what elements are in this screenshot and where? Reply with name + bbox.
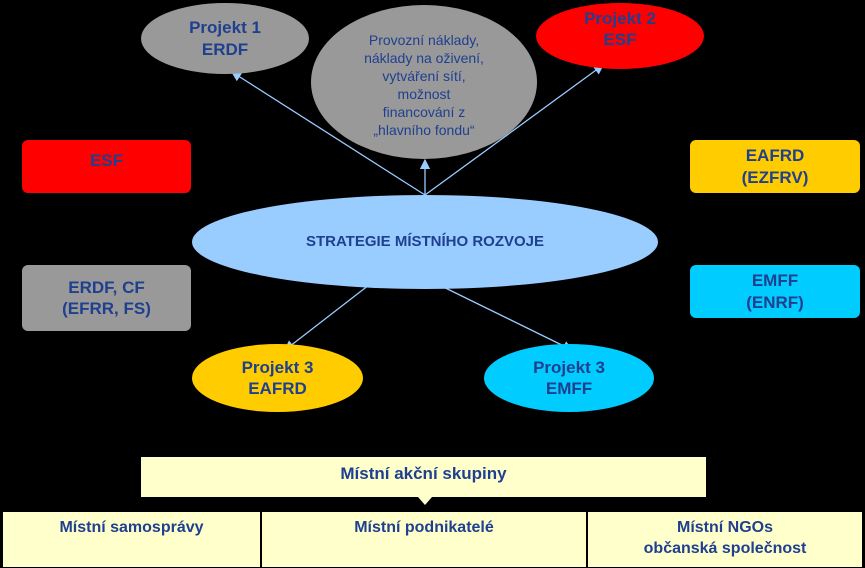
- arrow-to-projekt3-eafrd: [283, 277, 379, 351]
- node-projekt1-line2: ERDF: [201, 39, 249, 59]
- box-eafrd-line2: (EZFRV): [741, 167, 809, 187]
- members-table: Místní samosprávy Místní podnikatelé Mís…: [2, 511, 863, 568]
- node-projekt3-eafrd-line1: Projekt 3: [241, 357, 314, 377]
- arrow-to-projekt3-emff: [424, 277, 574, 351]
- node-projekt3-emff-line2: EMFF: [545, 379, 593, 398]
- node-projekt3-eafrd: Projekt 3 EAFRD: [192, 344, 363, 412]
- box-erdf-cf: ERDF, CF (EFRR, FS): [22, 265, 191, 331]
- operating-line-3: vytváření sítí,: [382, 68, 466, 85]
- member-cell-samospravy: Místní samosprávy: [2, 511, 261, 568]
- arrow-mag-to-members: [418, 497, 432, 505]
- node-projekt2-line1: Projekt 2: [584, 8, 656, 28]
- member-3-line2: občanská společnost: [643, 539, 807, 557]
- operating-line-5: financování z: [382, 103, 466, 120]
- node-projekt1-erdf: Projekt 1 ERDF: [141, 3, 309, 74]
- member-cell-podnikatele: Místní podnikatelé: [261, 511, 587, 568]
- member-3-line1: Místní NGOs: [676, 519, 773, 536]
- box-emff-line1: EMFF: [751, 271, 799, 291]
- mag-label: Místní akční skupiny: [340, 464, 507, 483]
- box-eafrd: EAFRD (EZFRV): [690, 140, 860, 193]
- member-1-line1: Místní samosprávy: [59, 519, 204, 536]
- member-2-line1: Místní podnikatelé: [354, 519, 494, 536]
- arrow-to-projekt2: [424, 64, 605, 196]
- box-mistni-akcni-skupiny: Místní akční skupiny: [141, 457, 706, 497]
- box-esf-label: ESF: [89, 151, 124, 170]
- node-strategie: STRATEGIE MÍSTNÍHO ROZVOJE: [192, 195, 658, 289]
- operating-line-6: „hlavního fondu“: [373, 121, 475, 138]
- box-eafrd-line1: EAFRD: [745, 146, 805, 166]
- node-projekt2-esf: Projekt 2 ESF: [536, 3, 704, 69]
- operating-line-4: možnost: [397, 86, 451, 102]
- member-cell-ngos: Místní NGOs občanská společnost: [587, 511, 863, 568]
- box-esf: ESF: [22, 140, 191, 193]
- arrow-to-projekt1: [230, 71, 426, 196]
- node-projekt3-emff: Projekt 3 EMFF: [484, 344, 654, 412]
- node-operating-costs: Provozní náklady, náklady na oživení, vy…: [311, 5, 537, 159]
- node-strategie-label: STRATEGIE MÍSTNÍHO ROZVOJE: [305, 232, 545, 250]
- node-projekt3-emff-line1: Projekt 3: [533, 357, 605, 377]
- operating-line-1: Provozní náklady,: [368, 32, 480, 49]
- box-emff: EMFF (ENRF): [690, 265, 860, 318]
- box-emff-line2: (ENRF): [746, 292, 804, 312]
- box-erdf-line2: (EFRR, FS): [62, 299, 151, 318]
- node-projekt3-eafrd-line2: EAFRD: [248, 379, 307, 398]
- box-erdf-line1: ERDF, CF: [68, 277, 145, 297]
- node-projekt2-line2: ESF: [603, 30, 637, 49]
- operating-line-2: náklady na oživení,: [364, 50, 484, 67]
- node-projekt1-line1: Projekt 1: [189, 18, 261, 38]
